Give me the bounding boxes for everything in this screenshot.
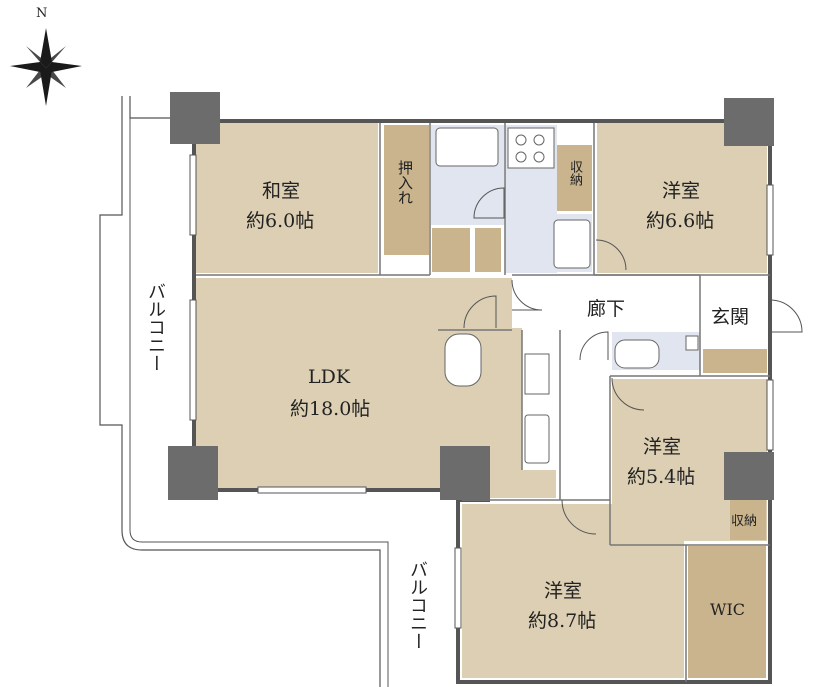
yoshitsu-ne-room (597, 123, 767, 273)
balcony-inner-line (129, 118, 389, 687)
ldk-name: LDK (308, 366, 351, 388)
compass-rose (10, 28, 82, 106)
yoshitsu-ne-name: 洋室 (662, 180, 701, 202)
ldk-size: 約18.0帖 (290, 398, 371, 420)
balcony-west-outline (99, 96, 381, 687)
windows (189, 154, 774, 629)
shuno-top-storage (557, 145, 592, 211)
interior-walls (196, 123, 770, 682)
shuno-side-storage (730, 500, 766, 540)
genkan-label: 玄関 (711, 306, 750, 328)
yoshitsu-s-size: 約8.7帖 (528, 610, 597, 632)
yoshitsu-s-name: 洋室 (544, 580, 583, 602)
pillars (168, 92, 774, 500)
doors (463, 187, 803, 535)
small-storage-2 (475, 228, 501, 272)
oshiire-closet (384, 125, 429, 255)
small-storage-1 (432, 228, 470, 272)
yoshitsu-ne-size: 約6.6帖 (646, 210, 715, 232)
yoshitsu-e-size: 約5.4帖 (627, 466, 696, 488)
roka-label: 廊下 (587, 298, 626, 320)
ldk-room (196, 278, 556, 498)
oshiire-label: 押入れ (396, 160, 414, 205)
balcony-west-inner (129, 96, 172, 119)
washitsu-room (196, 123, 378, 273)
shuno-top-label: 収納 (567, 160, 582, 186)
genkan-storage (703, 349, 767, 373)
yoshitsu-e-name: 洋室 (643, 436, 682, 458)
compass-north-label: N (36, 6, 48, 21)
wic-room (688, 546, 766, 678)
fixtures (435, 127, 699, 464)
shuno-side-label: 収納 (731, 514, 758, 529)
balcony-south-label: バルコニー (407, 560, 428, 650)
washitsu-name: 和室 (262, 180, 301, 202)
wic-label: WIC (710, 600, 746, 619)
balcony-west-label: バルコニー (145, 282, 166, 372)
yoshitsu-s-room (462, 504, 684, 678)
washitsu-size: 約6.0帖 (246, 210, 315, 232)
